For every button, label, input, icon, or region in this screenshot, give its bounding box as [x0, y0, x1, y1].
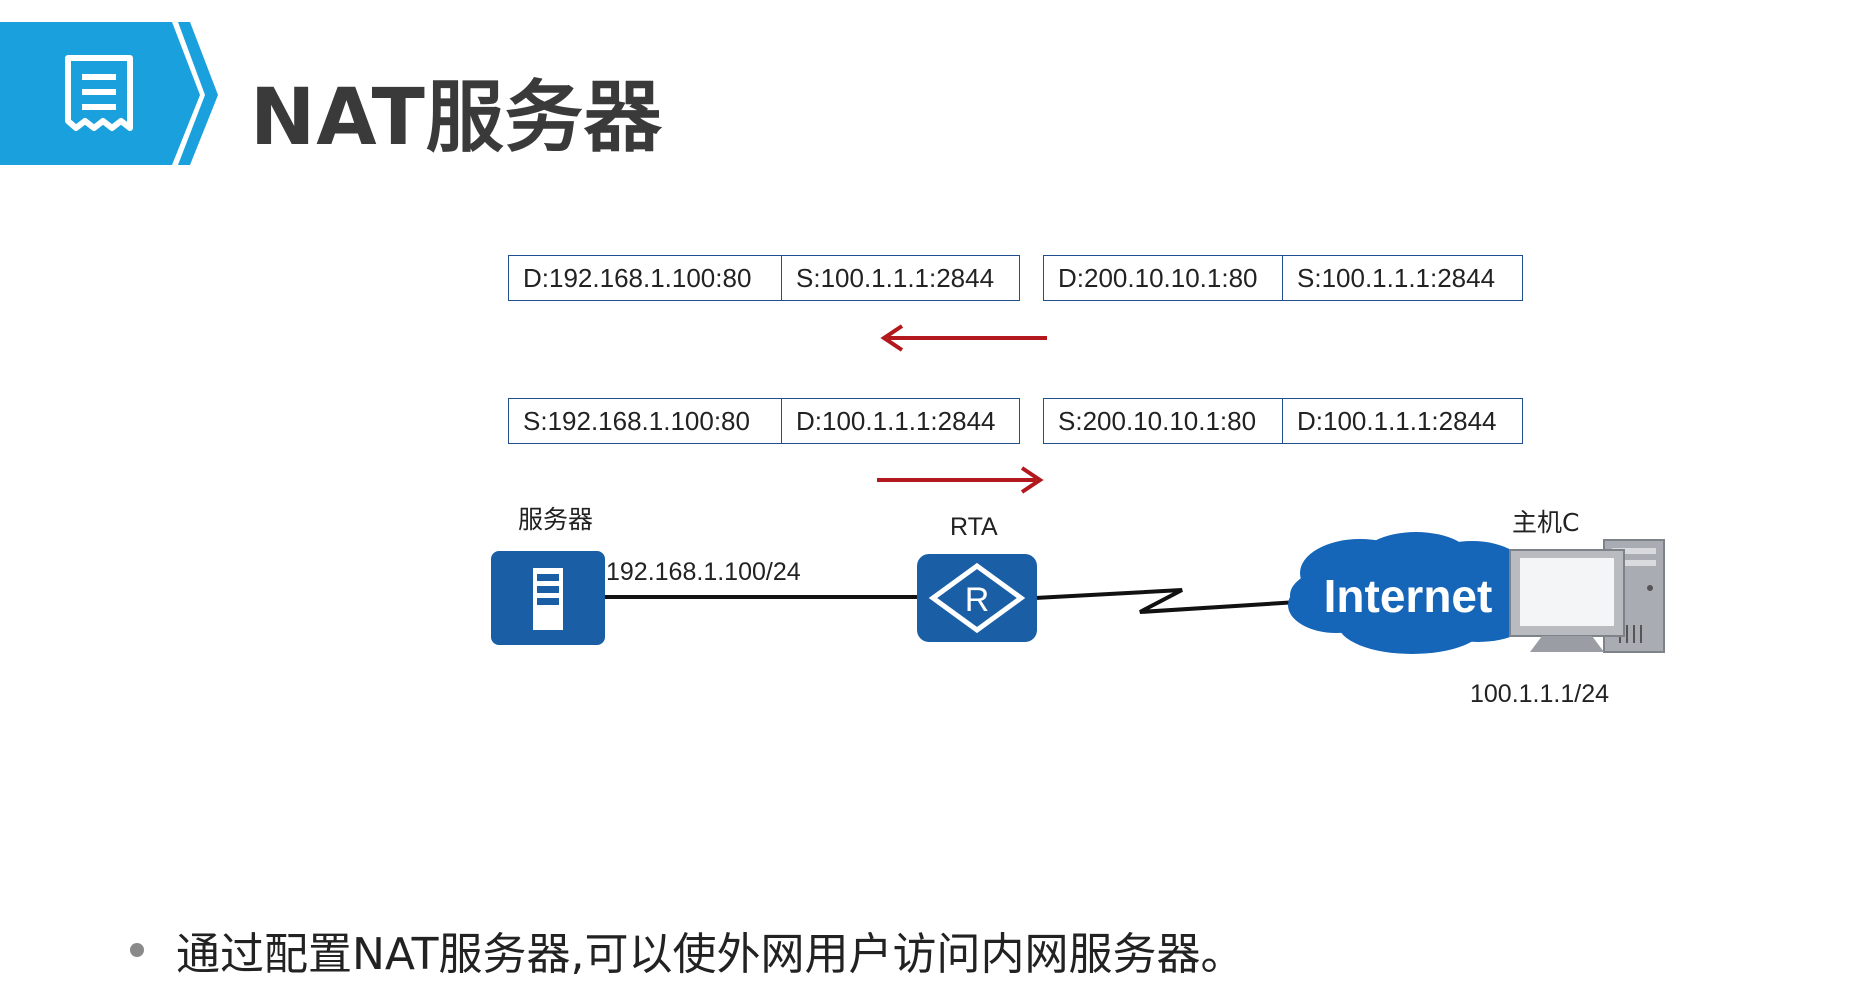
internet-cloud-icon: [1288, 532, 1536, 654]
packet-top-right: D:200.10.10.1:80 S:100.1.1.1:2844: [1043, 255, 1523, 301]
router-label: RTA: [950, 513, 998, 541]
bullet-text: 通过配置NAT服务器,可以使外网用户访问内网服务器。: [176, 929, 1245, 980]
header-band: [0, 22, 218, 165]
serial-link: [1034, 588, 1299, 614]
document-icon: [65, 55, 133, 131]
server-ip-label: 192.168.1.100/24: [606, 558, 801, 586]
packet-bottom-right: S:200.10.10.1:80 D:100.1.1.1:2844: [1043, 398, 1523, 444]
packet-source: S:100.1.1.1:2844: [781, 256, 1019, 300]
packet-destination: D:100.1.1.1:2844: [1282, 399, 1522, 443]
bullet-dot: [130, 943, 144, 957]
packet-top-left: D:192.168.1.100:80 S:100.1.1.1:2844: [508, 255, 1020, 301]
router-icon: R: [917, 554, 1037, 642]
arrow-right: [877, 466, 1044, 494]
packet-bottom-left: S:192.168.1.100:80 D:100.1.1.1:2844: [508, 398, 1020, 444]
packet-source: S:100.1.1.1:2844: [1282, 256, 1522, 300]
arrow-left: [880, 324, 1047, 352]
svg-text:R: R: [965, 581, 990, 619]
computer-icon: [1509, 539, 1665, 653]
packet-destination: D:100.1.1.1:2844: [781, 399, 1019, 443]
server-label: 服务器: [518, 505, 594, 534]
server-icon: [491, 551, 605, 645]
internet-label: Internet: [1324, 570, 1493, 622]
packet-source: S:200.10.10.1:80: [1058, 405, 1257, 436]
packet-destination: D:192.168.1.100:80: [523, 262, 752, 293]
host-label: 主机C: [1512, 508, 1580, 537]
packet-destination: D:200.10.10.1:80: [1058, 262, 1258, 293]
packet-source: S:192.168.1.100:80: [523, 405, 750, 436]
bullet-item: 通过配置NAT服务器,可以使外网用户访问内网服务器。: [130, 918, 1244, 982]
page-title: NAT服务器: [250, 73, 663, 163]
host-ip-label: 100.1.1.1/24: [1470, 680, 1610, 708]
